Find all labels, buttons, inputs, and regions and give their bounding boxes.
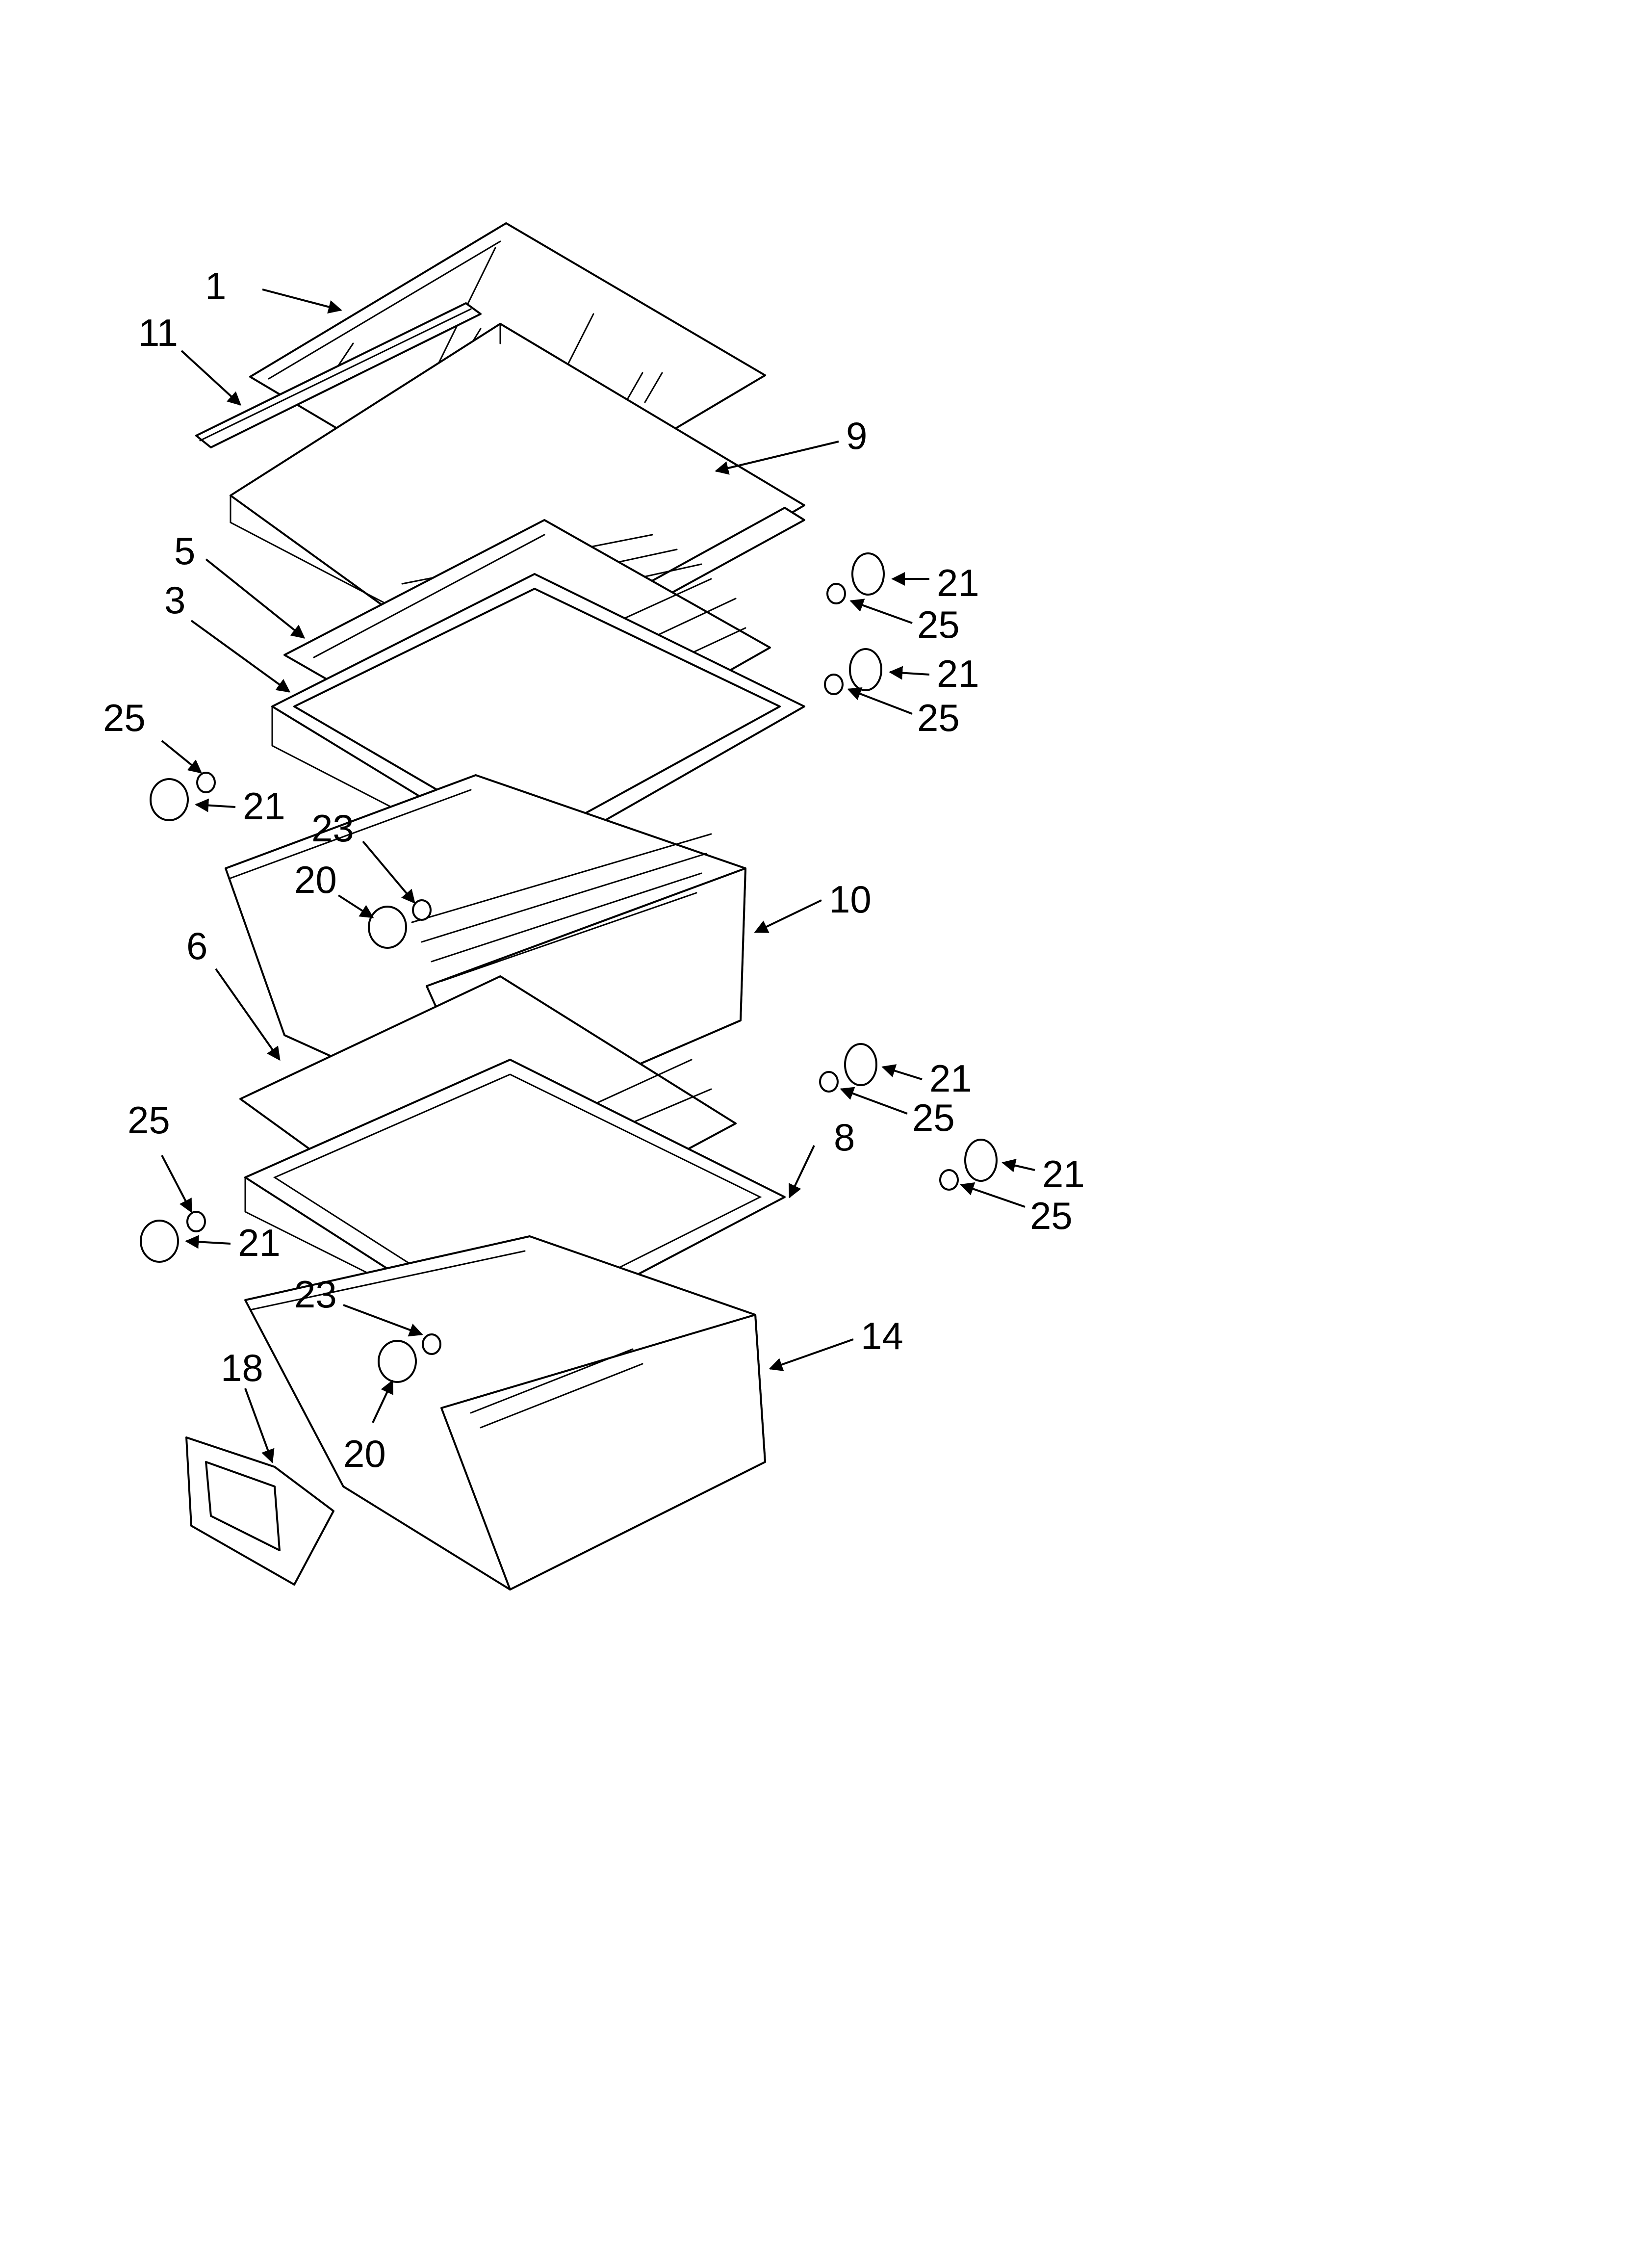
- roller-hardware-group: [140, 552, 998, 1383]
- callout-label-18: 18: [221, 1346, 263, 1389]
- shelf-trim-part: [195, 302, 482, 448]
- callout-label-23a: 23: [311, 807, 354, 850]
- callout-label-25a: 25: [917, 603, 960, 646]
- callout-label-14: 14: [861, 1314, 903, 1357]
- callout-label-1: 1: [205, 264, 226, 308]
- lower-crisper-drawer-part: [244, 1235, 766, 1590]
- callout-label-21e: 21: [1042, 1152, 1085, 1196]
- callout-label-23b: 23: [294, 1273, 337, 1316]
- callout-label-5: 5: [174, 529, 195, 573]
- callout-label-11: 11: [138, 311, 178, 354]
- callout-label-21d: 21: [929, 1057, 972, 1100]
- callout-label-25f: 25: [128, 1098, 170, 1142]
- callout-label-20b: 20: [343, 1432, 386, 1475]
- callout-label-3: 3: [164, 578, 185, 622]
- crisper-label-part: [185, 1436, 334, 1586]
- callout-label-21c: 21: [243, 784, 285, 828]
- callout-label-20a: 20: [294, 858, 337, 901]
- callout-label-25d: 25: [912, 1096, 955, 1139]
- callout-label-10: 10: [829, 878, 872, 921]
- callout-label-6: 6: [186, 924, 207, 967]
- callout-label-21b: 21: [937, 652, 979, 695]
- callout-label-21a: 21: [937, 561, 979, 604]
- leader-lines: [161, 288, 1035, 1463]
- callout-label-25e: 25: [1030, 1194, 1073, 1237]
- callout-label-21f: 21: [238, 1221, 281, 1264]
- callout-label-8: 8: [834, 1116, 855, 1159]
- callout-label-9: 9: [846, 414, 867, 457]
- callout-labels: 1 11 9 5 3 21 25 21 25 25 21 23 20 10 6 …: [103, 264, 1085, 1475]
- callout-label-25b: 25: [917, 696, 960, 739]
- callout-label-25c: 25: [103, 696, 146, 739]
